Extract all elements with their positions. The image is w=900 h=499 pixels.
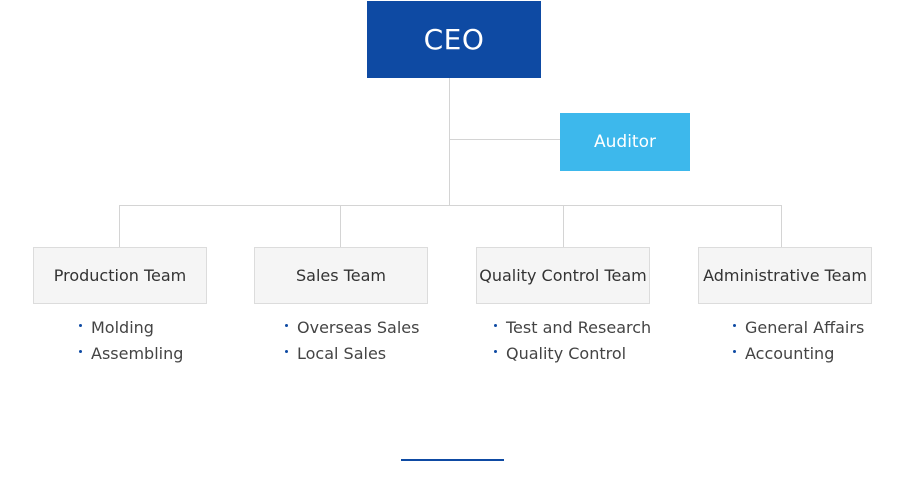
bullet-dot — [494, 324, 497, 327]
bullet-dot — [494, 350, 497, 353]
production-team-label: Production Team — [53, 266, 187, 285]
auditor-node: Auditor — [560, 113, 690, 171]
auditor-connector — [449, 139, 560, 140]
administrative-team-node: Administrative Team — [698, 247, 872, 304]
list-item-label: Test and Research — [506, 318, 652, 337]
quality-control-team-node: Quality Control Team — [476, 247, 650, 304]
quality-control-team-label: Quality Control Team — [479, 266, 647, 285]
bullet-dot — [79, 350, 82, 353]
bullet-dot — [733, 324, 736, 327]
administrative-team-connector — [781, 205, 782, 247]
list-item-label: General Affairs — [745, 318, 865, 337]
list-item: Molding — [79, 317, 183, 343]
list-item-label: Quality Control — [506, 344, 627, 363]
list-item: Quality Control — [494, 343, 651, 369]
production-team-connector — [119, 205, 120, 247]
list-item-label: Accounting — [745, 344, 835, 363]
bottom-accent-bar — [401, 459, 504, 461]
list-item: Accounting — [733, 343, 864, 369]
list-item: Test and Research — [494, 317, 651, 343]
production-team-node: Production Team — [33, 247, 207, 304]
list-item: Local Sales — [285, 343, 419, 369]
sales-team-connector — [340, 205, 341, 247]
ceo-label: CEO — [423, 23, 485, 56]
administrative-team-label: Administrative Team — [703, 266, 867, 285]
production-team-list: Molding Assembling — [79, 317, 183, 369]
bullet-dot — [79, 324, 82, 327]
sales-team-list: Overseas Sales Local Sales — [285, 317, 419, 369]
list-item-label: Overseas Sales — [297, 318, 420, 337]
list-item-label: Molding — [91, 318, 154, 337]
list-item-label: Local Sales — [297, 344, 387, 363]
bullet-dot — [285, 350, 288, 353]
bullet-dot — [285, 324, 288, 327]
ceo-vertical-connector — [449, 78, 450, 205]
teams-horizontal-connector — [119, 205, 782, 206]
bullet-dot — [733, 350, 736, 353]
list-item-label: Assembling — [91, 344, 184, 363]
list-item: Overseas Sales — [285, 317, 419, 343]
administrative-team-list: General Affairs Accounting — [733, 317, 864, 369]
sales-team-label: Sales Team — [296, 266, 386, 285]
ceo-node: CEO — [367, 1, 541, 78]
list-item: Assembling — [79, 343, 183, 369]
auditor-label: Auditor — [594, 132, 656, 152]
quality-control-team-connector — [563, 205, 564, 247]
list-item: General Affairs — [733, 317, 864, 343]
quality-control-team-list: Test and Research Quality Control — [494, 317, 651, 369]
sales-team-node: Sales Team — [254, 247, 428, 304]
